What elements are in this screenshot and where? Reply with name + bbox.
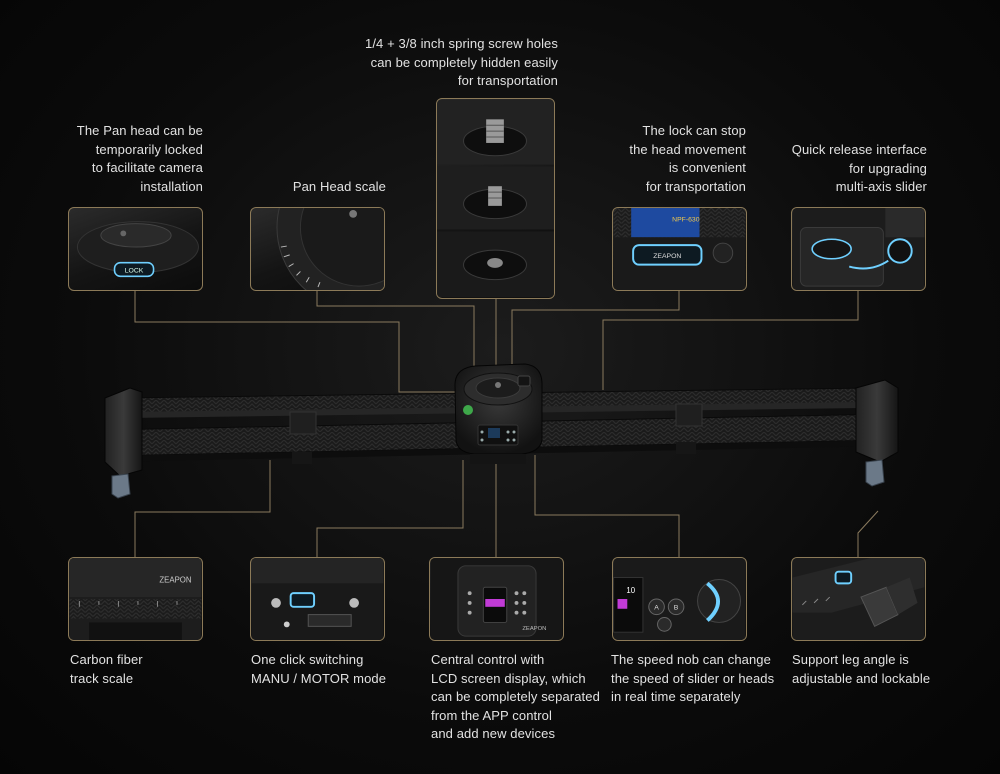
panel-central-control: ZEAPON — [429, 557, 564, 641]
zeapon-logo-lock: ZEAPON — [653, 253, 681, 260]
lock-button-label: LOCK — [125, 267, 144, 274]
panel-quick-release — [791, 207, 926, 291]
panel-one-click — [250, 557, 385, 641]
panel-lock-stop: NPF-630 ZEAPON — [612, 207, 747, 291]
caption-carbon-scale: Carbon fiber track scale — [70, 652, 143, 686]
button-a-label: A — [654, 605, 659, 612]
panel-pan-scale — [250, 207, 385, 291]
caption-lock-stop: The lock can stop the head movement is c… — [629, 123, 746, 194]
caption-one-click: One click switching MANU / MOTOR mode — [251, 652, 387, 686]
caption-screw-holes: 1/4 + 3/8 inch spring screw holes can be… — [365, 36, 558, 88]
panel-speed-nob: 10 A B — [612, 557, 747, 641]
caption-pan-scale: Pan Head scale — [292, 179, 386, 194]
caption-speed-nob: The speed nob can change the speed of sl… — [611, 652, 775, 704]
zeapon-logo-control: ZEAPON — [522, 626, 546, 632]
zeapon-logo-carbon: ZEAPON — [159, 575, 191, 584]
caption-quick-release: Quick release interface for upgrading mu… — [791, 142, 927, 194]
speed-value: 10 — [626, 586, 635, 595]
panel-support-leg — [791, 557, 926, 641]
button-b-label: B — [674, 605, 679, 612]
panel-screw-holes — [436, 98, 555, 299]
caption-central-control: Central control with LCD screen display,… — [431, 652, 600, 741]
panel-pan-lock: LOCK — [68, 207, 203, 291]
caption-support-leg: Support leg angle is adjustable and lock… — [792, 652, 931, 686]
panel-carbon-scale: ZEAPON — [68, 557, 203, 641]
battery-label: NPF-630 — [672, 217, 700, 224]
caption-pan-lock: The Pan head can be temporarily locked t… — [76, 123, 203, 194]
